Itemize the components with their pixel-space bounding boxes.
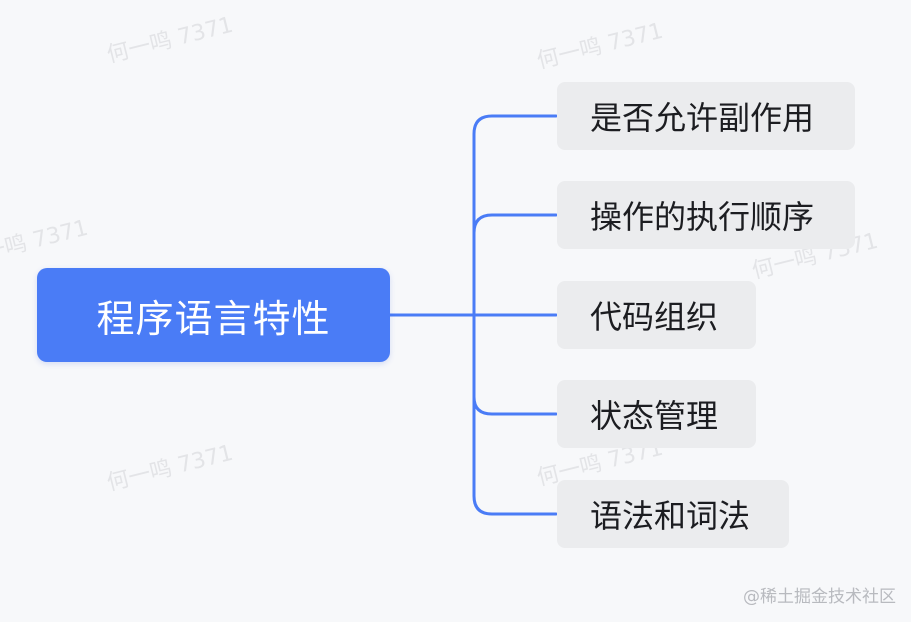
child-node-label: 语法和词法: [590, 497, 751, 535]
root-node-label: 程序语言特性: [96, 296, 331, 341]
child-node-execution-order[interactable]: 操作的执行顺序: [557, 181, 855, 249]
child-node-side-effects[interactable]: 是否允许副作用: [557, 82, 855, 150]
source-credit: @稀土掘金技术社区: [743, 587, 896, 607]
child-node-label: 操作的执行顺序: [590, 198, 815, 236]
child-node-label: 代码组织: [590, 298, 719, 336]
root-node[interactable]: 程序语言特性: [37, 268, 390, 362]
child-node-code-organization[interactable]: 代码组织: [557, 281, 756, 349]
child-node-state-management[interactable]: 状态管理: [557, 380, 756, 448]
connector-branch-5: [472, 313, 558, 516]
child-node-label: 状态管理: [590, 397, 719, 435]
child-node-label: 是否允许副作用: [590, 99, 815, 137]
connector-branch-4: [472, 395, 558, 416]
child-node-syntax-lexicon[interactable]: 语法和词法: [557, 480, 789, 548]
connector-branch-1: [472, 114, 558, 317]
connector-branch-2: [472, 213, 558, 235]
